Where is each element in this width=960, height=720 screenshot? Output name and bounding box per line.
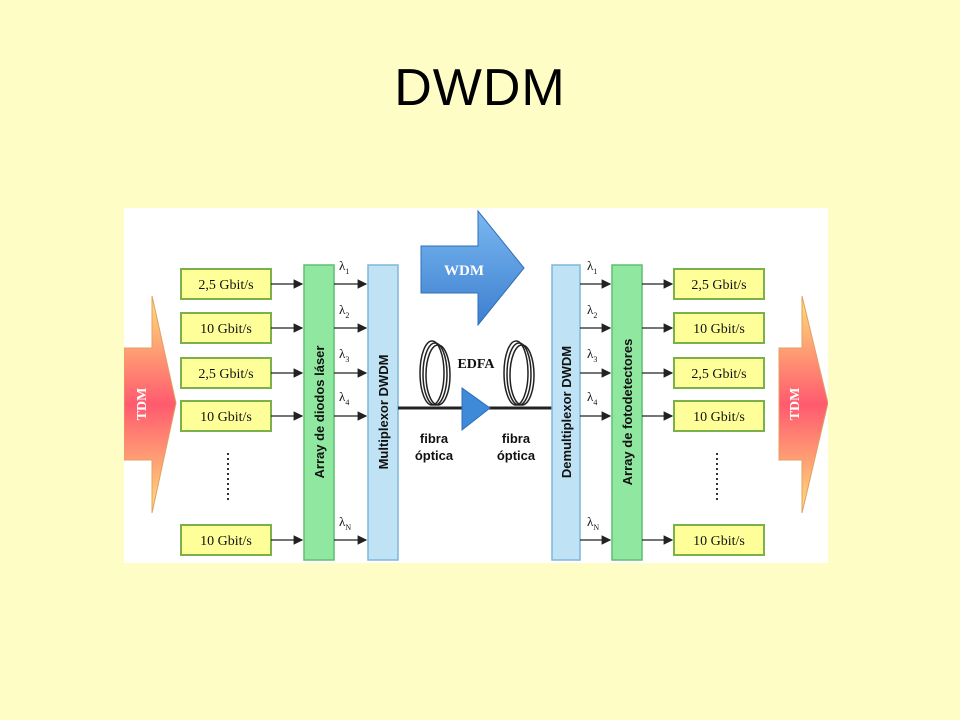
svg-text:fibra: fibra: [420, 431, 449, 446]
laser-diode-array: Array de diodos láser: [303, 264, 335, 561]
wdm-label: WDM: [444, 263, 484, 279]
demultiplexer-dwdm: Demultiplexor DWDM: [551, 264, 581, 561]
photodetector-array: Array de fotodetectores: [611, 264, 643, 561]
tdm-label-right: TDM: [788, 388, 803, 421]
multiplexer-dwdm: Multiplexor DWDM: [367, 264, 399, 561]
input-rate-box-5: [180, 524, 272, 556]
input-rate-boxes: 2,5 Gbit/s 10 Gbit/s 2,5 Gbit/s 10 Gbit/…: [180, 268, 272, 556]
edfa-label: EDFA: [457, 357, 495, 372]
multiplexer-label: Multiplexor DWDM: [376, 355, 391, 470]
slide-title: DWDM: [394, 59, 566, 117]
lambda-arrows-demux: [580, 279, 612, 545]
input-rate-5: 10 Gbit/s: [200, 534, 252, 549]
lambda-2-demux: λ2: [587, 302, 597, 320]
output-rate-5: 10 Gbit/s: [693, 534, 745, 549]
input-rate-1: 2,5 Gbit/s: [198, 278, 253, 293]
laser-array-label: Array de diodos láser: [312, 346, 327, 479]
input-rate-3: 2,5 Gbit/s: [198, 367, 253, 382]
svg-text:fibra: fibra: [502, 431, 531, 446]
input-rate-4: 10 Gbit/s: [200, 410, 252, 425]
fiber-coil-left: [419, 340, 451, 406]
input-rate-box-2: [180, 312, 272, 344]
output-rate-box-4: [673, 400, 765, 432]
output-rate-box-3: [673, 357, 765, 389]
lambda-4-demux: λ4: [587, 389, 597, 407]
output-rate-box-5: [673, 524, 765, 556]
lambda-3-mux: λ3: [339, 346, 349, 364]
demultiplexer-label: Demultiplexor DWDM: [559, 346, 574, 478]
lambda-n-mux: λN: [339, 514, 351, 532]
tdm-arrow-left: TDM: [124, 295, 177, 514]
fiber-label-left: fibra óptica: [415, 431, 454, 463]
lambda-2-mux: λ2: [339, 302, 349, 320]
photodetector-array-label: Array de fotodetectores: [620, 339, 635, 486]
output-arrows: [642, 279, 674, 545]
lambda-n-demux: λN: [587, 514, 599, 532]
lambda-labels-mux: λ1 λ2 λ3 λ4 λN: [339, 258, 351, 532]
edfa-amplifier: EDFA: [457, 357, 495, 432]
fiber-label-right: fibra óptica: [497, 431, 536, 463]
output-rate-3: 2,5 Gbit/s: [691, 367, 746, 382]
lambda-1-mux: λ1: [339, 258, 349, 276]
input-rate-box-1: [180, 268, 272, 300]
lambda-1-demux: λ1: [587, 258, 597, 276]
lambda-labels-demux: λ1 λ2 λ3 λ4 λN: [587, 258, 599, 532]
wdm-arrow: WDM: [420, 209, 525, 327]
lambda-arrows-mux: [334, 279, 368, 545]
tdm-arrow-right: TDM: [778, 295, 828, 514]
output-rate-box-1: [673, 268, 765, 300]
lambda-4-mux: λ4: [339, 389, 349, 407]
fiber-coil-right: [503, 340, 535, 406]
lambda-3-demux: λ3: [587, 346, 597, 364]
output-rate-box-2: [673, 312, 765, 344]
output-rate-4: 10 Gbit/s: [693, 410, 745, 425]
svg-text:óptica: óptica: [497, 448, 536, 463]
input-arrows: [271, 279, 304, 545]
input-rate-box-3: [180, 357, 272, 389]
input-rate-2: 10 Gbit/s: [200, 322, 252, 337]
tdm-label-left: TDM: [135, 388, 150, 421]
svg-text:óptica: óptica: [415, 448, 454, 463]
output-rate-1: 2,5 Gbit/s: [691, 278, 746, 293]
output-rate-boxes: 2,5 Gbit/s 10 Gbit/s 2,5 Gbit/s 10 Gbit/…: [673, 268, 765, 556]
dwdm-diagram: TDM TDM 2,5 Gbit/s 10 Gbit/s 2,5 Gbit/s …: [124, 208, 828, 563]
output-rate-2: 10 Gbit/s: [693, 322, 745, 337]
